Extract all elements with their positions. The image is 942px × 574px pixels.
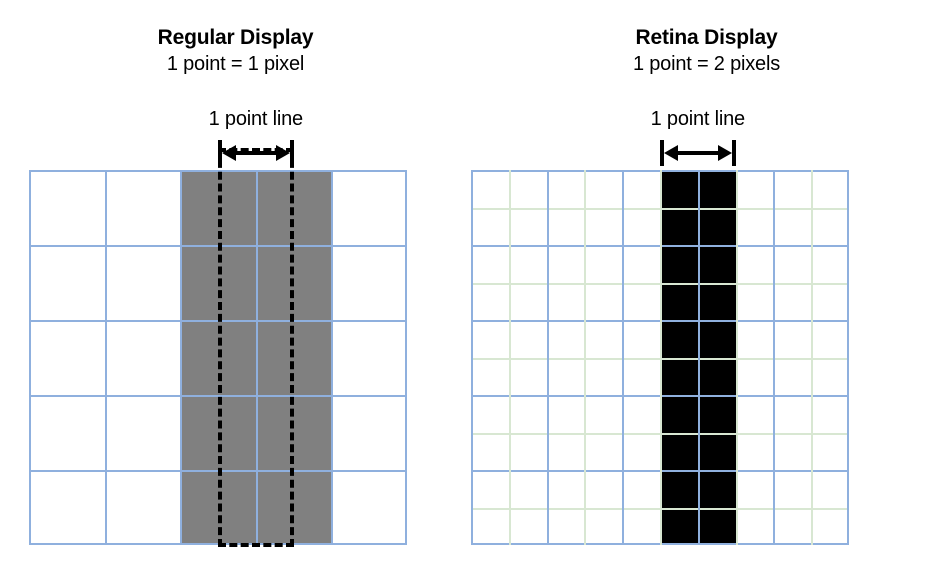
subpixel-line-vertical	[660, 170, 662, 545]
retina-point-line-caption: 1 point line	[650, 108, 746, 130]
measure-tick-left-icon	[660, 140, 664, 166]
point-line-vertical	[847, 170, 849, 545]
grid-line-vertical	[180, 170, 183, 545]
retina-measurement-arrow	[660, 140, 736, 166]
point-line-vertical	[546, 170, 549, 545]
regular-display-subtitle: 1 point = 1 pixel	[166, 53, 305, 75]
regular-display-title: Regular Display	[157, 26, 314, 49]
subpixel-line-vertical	[735, 170, 738, 545]
panel-regular-display: Regular Display 1 point = 1 pixel 1 poin…	[29, 26, 407, 547]
retina-display-subtitle: 1 point = 2 pixels	[632, 53, 781, 75]
panel-retina-display: Retina Display 1 point = 2 pixels 1 poin…	[471, 0, 942, 574]
retina-display-title: Retina Display	[635, 26, 778, 49]
regular-gray-line-fill	[180, 170, 332, 545]
grid-line-vertical	[104, 170, 107, 545]
grid-line-vertical	[405, 170, 407, 545]
point-line-vertical	[622, 170, 625, 545]
regular-pixel-grid	[29, 148, 407, 547]
point-line-vertical	[471, 170, 473, 545]
arrow-head-right-icon	[717, 145, 732, 161]
arrow-head-left-icon	[664, 145, 678, 161]
point-line-vertical	[697, 170, 700, 545]
subpixel-line-vertical	[584, 170, 587, 545]
regular-point-line-caption: 1 point line	[208, 108, 304, 130]
measure-tick-right-icon	[731, 140, 736, 166]
measure-shaft-icon	[230, 151, 282, 155]
subpixel-line-vertical	[508, 170, 511, 545]
retina-pixel-grid	[471, 170, 849, 545]
measure-shaft-icon	[672, 151, 724, 155]
grid-line-vertical	[331, 170, 334, 545]
grid-line-vertical	[255, 170, 258, 545]
subpixel-line-vertical	[811, 170, 814, 545]
point-line-vertical	[773, 170, 776, 545]
grid-line-vertical	[29, 170, 31, 545]
one-point-line-dashed-outline	[218, 148, 294, 547]
